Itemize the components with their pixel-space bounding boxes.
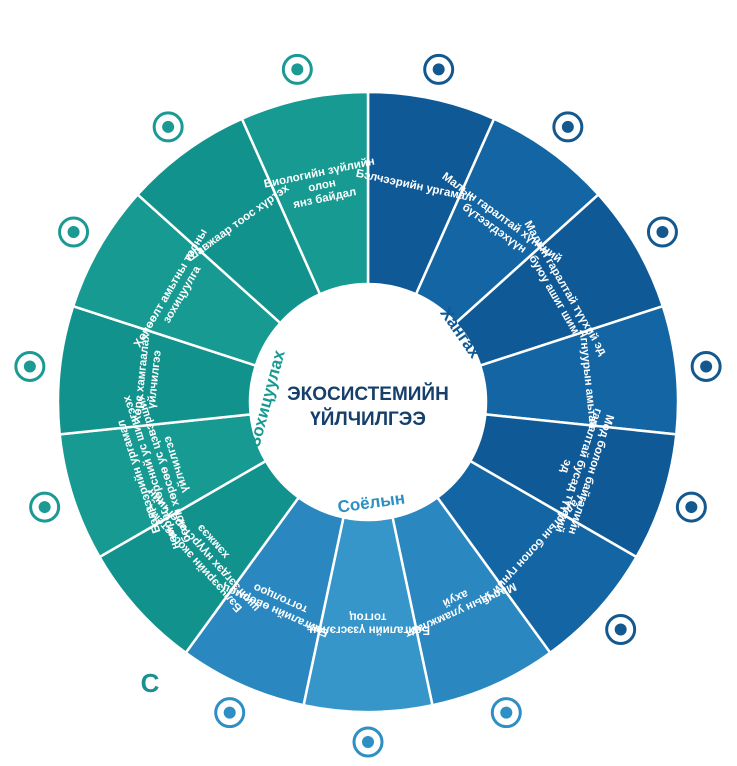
segment-landscape-label: Байгалийн үзэсгэлэн,тогтоц xyxy=(306,611,430,636)
segment-landscape-text-line: тогтоц xyxy=(350,611,387,623)
sunrise-icon xyxy=(214,697,246,729)
soil-layers-icon xyxy=(14,350,46,382)
ibex-icon xyxy=(690,350,722,382)
segment-landscape-text-line: Байгалийн үзэсгэлэн, xyxy=(306,624,430,636)
meat-icon xyxy=(552,111,584,143)
plant-icon xyxy=(423,53,455,85)
center-title-line1: ЭКОСИСТЕМИЙН xyxy=(287,383,449,405)
deer-icon xyxy=(281,53,313,85)
segment-timber-text-line: эд xyxy=(558,458,574,475)
wave-icon xyxy=(29,491,61,523)
hide-icon xyxy=(646,216,678,248)
carbon-letter-icon: C xyxy=(141,668,160,698)
center-circle xyxy=(250,284,486,520)
logs-icon xyxy=(675,491,707,523)
recycle-wheat-icon xyxy=(58,216,90,248)
center-title-line2: ҮЙЛЧИЛГЭЭ xyxy=(310,408,426,430)
water-hand-icon xyxy=(605,614,637,646)
segment-biodiversity-text-line: олон xyxy=(307,177,337,195)
trees-icon xyxy=(352,726,384,758)
ger-icon xyxy=(490,697,522,729)
bee-icon xyxy=(152,111,184,143)
